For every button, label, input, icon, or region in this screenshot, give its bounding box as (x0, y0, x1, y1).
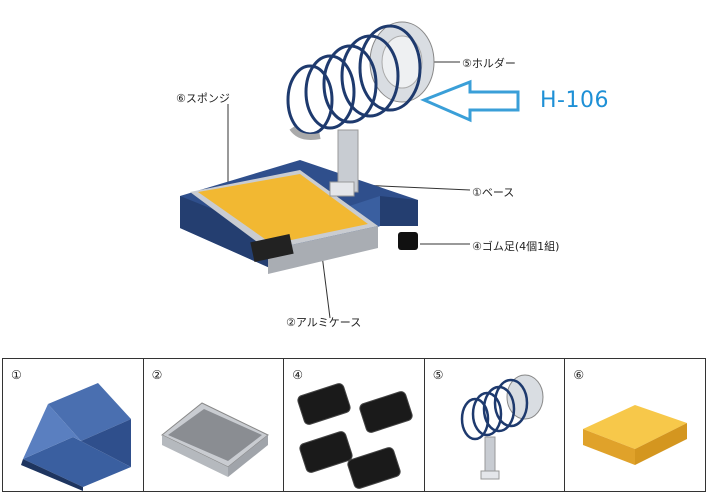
callout-base: ①ベース (472, 186, 515, 199)
part-number: ② (151, 368, 163, 382)
sponge-part-image (583, 405, 688, 465)
assembly-illustration (180, 21, 520, 319)
aluminum-case-part-image (160, 402, 269, 477)
callout-aluminum-case: ②アルミケース (286, 316, 362, 329)
part-cell-rubber-feet: ④ (284, 359, 425, 491)
base-part-image (21, 383, 131, 491)
part-number: ⑤ (432, 368, 444, 382)
stand-bracket (329, 181, 355, 197)
coil-holder (286, 21, 435, 140)
case-and-sponge (190, 170, 378, 274)
callout-sponge: ⑥スポンジ (176, 92, 230, 105)
part-cell-base: ① (3, 359, 144, 491)
part-cell-aluminum-case: ② (144, 359, 285, 491)
part-number: ① (11, 368, 22, 382)
part-number: ⑥ (573, 368, 585, 382)
part-cell-sponge: ⑥ (565, 359, 705, 491)
parts-grid: ① ② ④ ⑤ (2, 358, 706, 492)
part-number: ④ (292, 368, 303, 382)
callout-rubber-feet: ④ゴム足(4個1組) (472, 240, 560, 253)
callout-holder: ⑤ホルダー (462, 57, 516, 70)
model-number: H-106 (540, 88, 609, 113)
part-cell-holder: ⑤ (425, 359, 566, 491)
holder-part-image (460, 374, 544, 480)
pointer-arrow (420, 79, 520, 123)
rubber-feet-part-image (297, 383, 413, 489)
